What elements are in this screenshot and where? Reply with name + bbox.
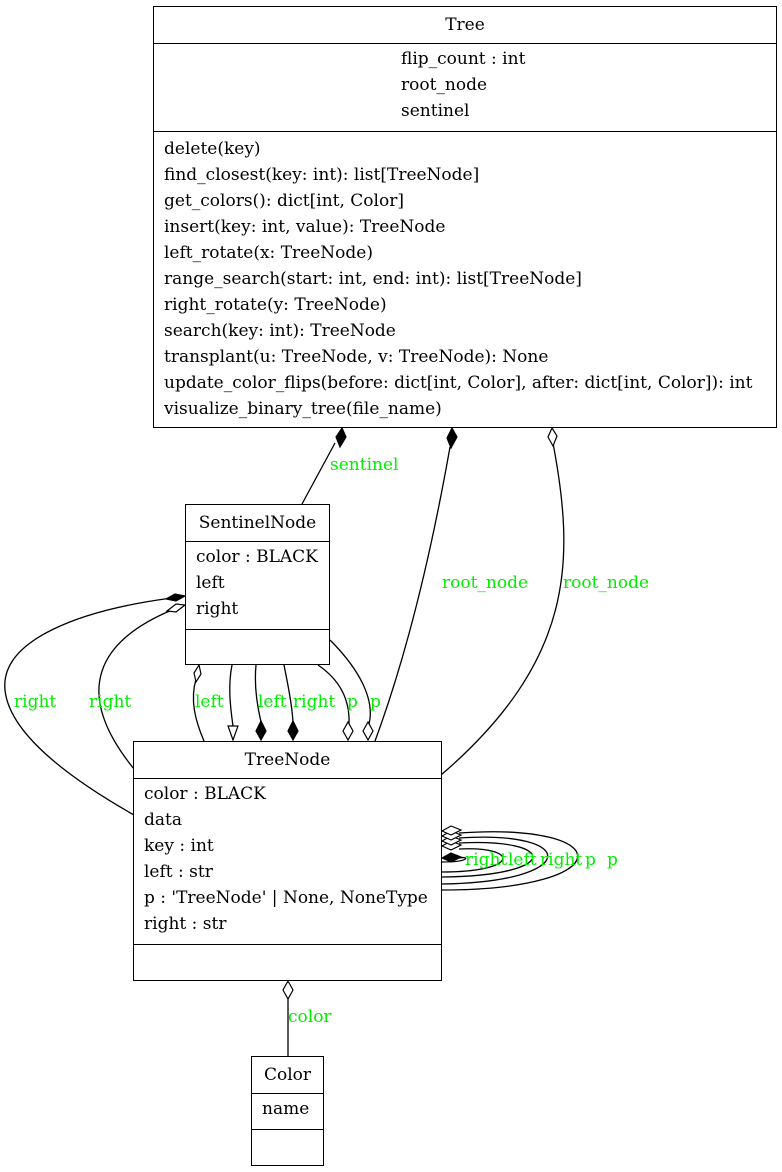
edge-self-left	[441, 848, 504, 873]
class-color-methods	[252, 1130, 323, 1165]
attribute-row: name	[262, 1099, 310, 1119]
attribute-row: color : BLACK	[144, 784, 266, 804]
diamond-left-sn	[193, 663, 202, 684]
label-self-p: p	[585, 850, 596, 870]
method-row: find_closest(key: int): list[TreeNode]	[164, 165, 480, 185]
class-tree-node-methods	[134, 945, 441, 980]
label-root-node-b: root_node	[563, 573, 649, 593]
edge-inherit	[229, 664, 234, 727]
label-left-sn: left	[195, 692, 224, 712]
class-sentinel-node-title: SentinelNode	[186, 505, 329, 542]
diamond-sentinel	[335, 426, 347, 449]
method-row: get_colors(): dict[int, Color]	[164, 191, 404, 211]
class-tree-node: TreeNode color : BLACK data key : int left …	[133, 741, 442, 981]
class-tree-methods: delete(key) find_closest(key: int): list[…	[154, 132, 776, 422]
class-tree-title: Tree	[154, 7, 776, 44]
diamond-right-tn	[287, 719, 299, 742]
method-row: transplant(u: TreeNode, v: TreeNode): No…	[164, 347, 549, 367]
class-color-attributes: name	[252, 1094, 323, 1130]
edge-self-p2	[441, 831, 579, 891]
class-tree-node-attributes: color : BLACK data key : int left : str p : …	[134, 779, 441, 945]
diamond-color	[282, 979, 294, 1001]
method-row: update_color_flips(before: dict[int, Col…	[164, 373, 753, 393]
diamond-right-outer	[164, 593, 187, 602]
method-row: left_rotate(x: TreeNode)	[164, 243, 373, 263]
attribute-row: sentinel	[401, 101, 470, 121]
label-p-a: p	[347, 692, 358, 712]
label-self-p2: p	[607, 850, 618, 870]
attribute-row: color : BLACK	[196, 547, 318, 567]
edge-p-a	[317, 664, 350, 725]
label-root-node-a: root_node	[442, 573, 528, 593]
diamond-p-b	[362, 720, 374, 742]
attribute-row: left	[196, 573, 225, 593]
method-row: insert(key: int, value): TreeNode	[164, 217, 446, 237]
method-row: visualize_binary_tree(file_name)	[164, 399, 442, 419]
diamond-self-1	[440, 852, 463, 863]
edge-right-outer	[4, 597, 173, 816]
label-right-tn: right	[293, 692, 335, 712]
label-color: color	[288, 1007, 332, 1027]
class-tree-attributes: flip_count : int root_node sentinel	[154, 44, 776, 132]
label-self-right: right	[465, 850, 507, 870]
diamond-p-a	[342, 720, 354, 742]
triangle-inherit	[227, 725, 239, 742]
class-sentinel-node-attributes: color : BLACK left right	[186, 542, 329, 630]
edge-self-right	[441, 856, 467, 863]
diamond-left-tn	[255, 719, 267, 742]
attribute-row: flip_count : int	[401, 49, 526, 69]
edge-self-p	[441, 836, 549, 885]
diamond-right-inner	[165, 603, 187, 613]
attribute-row: right	[196, 599, 239, 619]
method-row: right_rotate(y: TreeNode)	[164, 295, 387, 315]
class-sentinel-node-methods	[186, 630, 329, 664]
method-row: range_search(start: int, end: int): list…	[164, 269, 582, 289]
edge-self-right2	[441, 841, 534, 878]
edge-sentinel	[301, 442, 336, 505]
label-left-tn: left	[258, 692, 287, 712]
edge-right-tn	[283, 664, 294, 723]
diamond-root-filled	[446, 426, 458, 450]
edge-left-tn	[254, 664, 262, 723]
attribute-row: left : str	[144, 862, 213, 882]
label-right-outer: right	[14, 692, 56, 712]
edge-root-node-hollow	[440, 442, 565, 776]
class-color-title: Color	[252, 1057, 323, 1094]
attribute-row: p : 'TreeNode' | None, NoneType	[144, 888, 428, 908]
attribute-row: key : int	[144, 836, 214, 856]
label-right-inner: right	[89, 692, 131, 712]
class-color: Color name	[251, 1056, 324, 1166]
class-tree-node-title: TreeNode	[134, 742, 441, 779]
label-self-left: left	[508, 850, 537, 870]
attribute-row: root_node	[401, 75, 488, 95]
diamond-root-hollow	[547, 426, 558, 448]
label-sentinel: sentinel	[330, 455, 398, 475]
label-p-b: p	[370, 692, 381, 712]
attribute-row: data	[144, 810, 182, 830]
diamond-self-5	[440, 825, 463, 836]
edge-root-node-filled	[374, 446, 451, 742]
edge-p-b	[329, 639, 371, 725]
class-tree: Tree flip_count : int root_node sentinel d…	[153, 6, 777, 428]
label-self-right2: right	[540, 850, 582, 870]
edge-left-sn	[192, 678, 205, 742]
edge-right-inner	[98, 609, 173, 770]
method-row: delete(key)	[164, 139, 261, 159]
method-row: search(key: int): TreeNode	[164, 321, 396, 341]
class-sentinel-node: SentinelNode color : BLACK left right	[185, 504, 330, 665]
attribute-row: right : str	[144, 914, 227, 934]
